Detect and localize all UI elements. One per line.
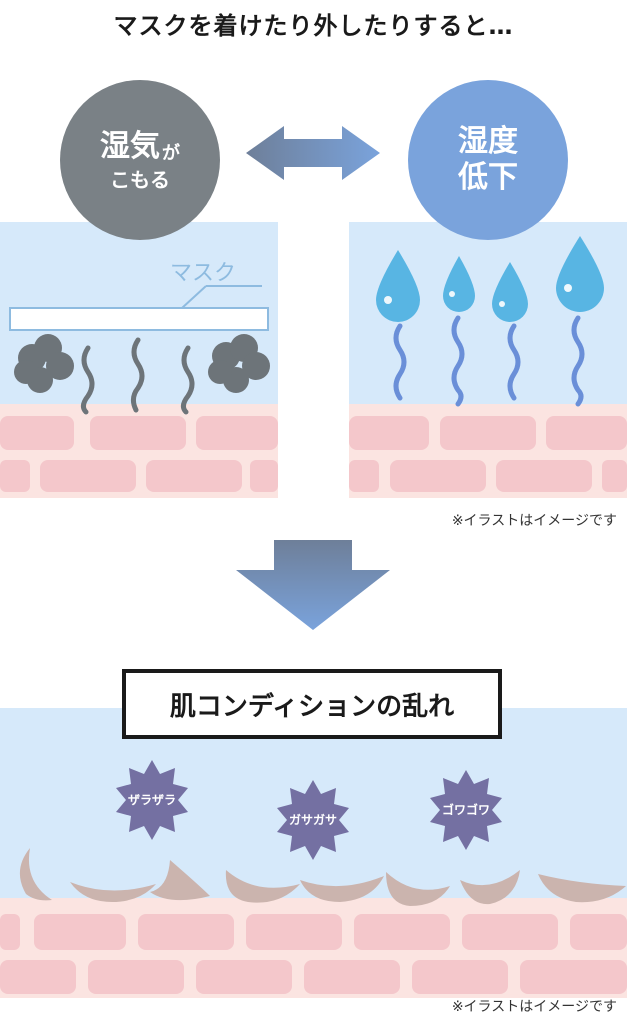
badge-gowagowa: ゴワゴワ xyxy=(430,770,502,850)
bottom-skin-cells xyxy=(0,914,627,994)
down-arrow xyxy=(236,540,390,630)
top-diagram xyxy=(0,126,627,498)
humidity-trapped-circle: 湿気 が こもる xyxy=(60,80,220,240)
left-mask-bar xyxy=(9,307,269,331)
skin-flakes xyxy=(19,848,626,906)
page-title: マスクを着けたり外したりすると… xyxy=(113,12,514,40)
condition-label: 肌コンディションの乱れ xyxy=(169,691,455,722)
steam-cloud-right xyxy=(208,334,270,393)
illustration-note-bottom: ※イラストはイメージです xyxy=(451,999,617,1015)
gray-steam-waves xyxy=(80,337,195,415)
bottom-diagram: ザラザラ ガサガサ ゴワゴワ xyxy=(0,540,627,998)
mask-leader-line xyxy=(181,285,207,309)
condition-label-box: 肌コンディションの乱れ xyxy=(122,669,502,739)
humidity-drop-circle: 湿度 低下 xyxy=(408,80,568,240)
badge-gasagasa-label: ガサガサ xyxy=(289,812,337,827)
steam-cloud-left xyxy=(14,334,74,393)
circle-left-line1: 湿気 xyxy=(100,129,160,164)
blue-vapor-waves xyxy=(393,315,585,407)
left-skin-cells xyxy=(0,416,278,492)
circle-left-line2: こもる xyxy=(110,168,170,192)
circle-right-line1: 湿度 xyxy=(458,124,518,159)
illustration-note: ※イラストはイメージです xyxy=(451,513,617,529)
right-skin-cells xyxy=(349,416,627,492)
badge-zarazara: ザラザラ xyxy=(116,760,188,840)
water-drops xyxy=(376,236,604,322)
circle-right-line2: 低下 xyxy=(458,160,518,195)
mask-label: マスク xyxy=(170,261,237,286)
double-arrow xyxy=(246,126,380,180)
badge-gowagowa-label: ゴワゴワ xyxy=(442,802,490,817)
circle-left-particle: が xyxy=(162,143,180,164)
badge-zarazara-label: ザラザラ xyxy=(128,793,176,807)
badge-gasagasa: ガサガサ xyxy=(277,780,349,860)
